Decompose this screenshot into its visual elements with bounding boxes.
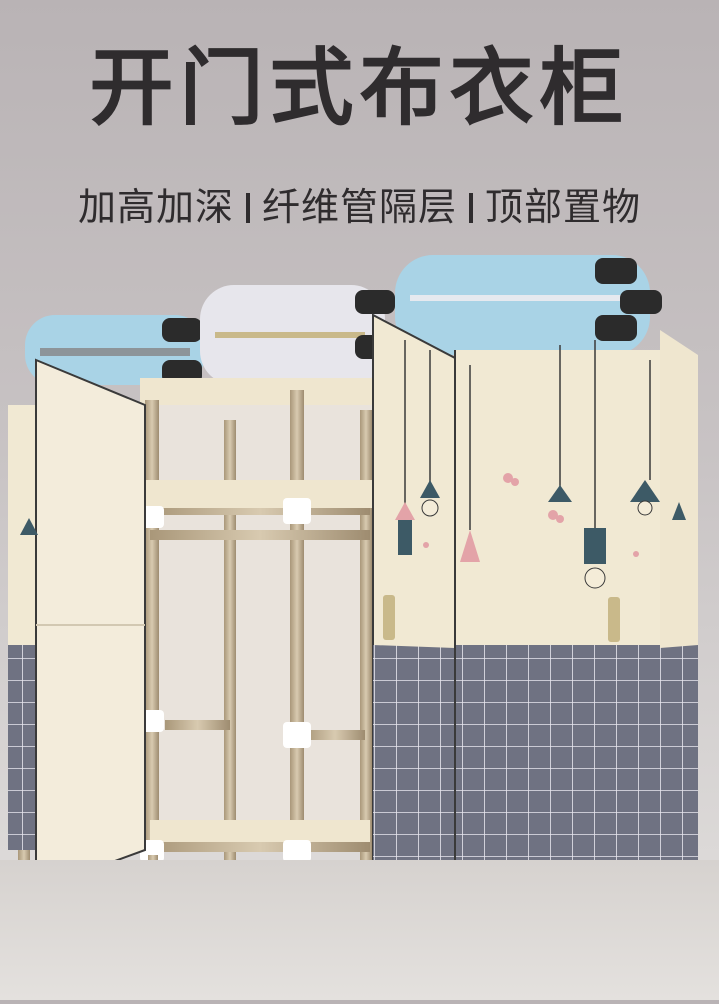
right-side-panel xyxy=(660,330,698,912)
right-door xyxy=(372,313,456,932)
divider xyxy=(469,193,473,223)
headline: 开门式布衣柜 xyxy=(89,39,630,137)
wardrobe-illustration xyxy=(8,255,698,963)
feature-1: 加高加深 xyxy=(77,185,234,229)
lamp-decorations xyxy=(404,340,651,530)
wardrobe-scene xyxy=(0,240,719,1000)
frame-poles xyxy=(145,390,372,950)
right-front-panel xyxy=(454,350,660,915)
feature-line: 加高加深纤维管隔层顶部置物 xyxy=(0,182,719,232)
top-frame xyxy=(140,378,380,406)
inner-back xyxy=(150,405,375,835)
floor xyxy=(0,860,719,1000)
feature-2: 纤维管隔层 xyxy=(261,185,457,229)
luggage-center xyxy=(200,285,395,385)
feature-3: 顶部置物 xyxy=(485,185,642,229)
left-door xyxy=(35,358,146,892)
left-side-panel xyxy=(8,405,36,850)
luggage-right xyxy=(395,255,662,355)
lamp-shades xyxy=(20,480,686,589)
butterfly-decorations xyxy=(423,473,639,557)
shelf-lower xyxy=(150,820,370,842)
divider xyxy=(245,193,250,223)
shelf-upper xyxy=(145,480,375,508)
